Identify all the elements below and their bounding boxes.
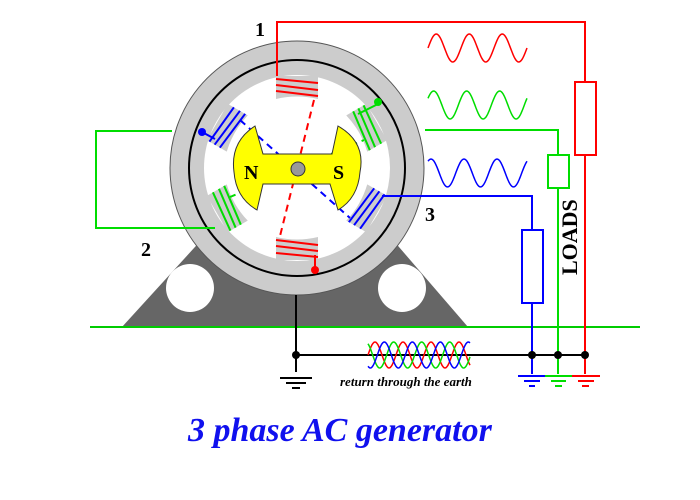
phase3-waveform <box>427 158 528 188</box>
south-pole-label: S <box>333 162 344 184</box>
earth-waveform-phase3 <box>367 341 471 369</box>
phase3-ground-icon <box>518 375 546 387</box>
earth-waveform-phase1 <box>367 341 471 369</box>
phase3-junction <box>528 351 536 359</box>
phase2-load-resistor <box>547 154 570 189</box>
neutral-junction <box>292 351 300 359</box>
phase2-ground-icon <box>545 375 572 387</box>
base-hole-left <box>166 264 214 312</box>
phase2-junction <box>554 351 562 359</box>
phase1-terminal <box>311 266 319 274</box>
phase2-wire-right <box>357 103 379 115</box>
phase3-terminal <box>198 128 206 136</box>
phase2-label: 2 <box>141 239 151 261</box>
earth-return-caption: return through the earth <box>340 374 472 389</box>
pole-bottom <box>275 237 319 260</box>
phase1-load-resistor <box>574 81 597 156</box>
phase1-wire <box>276 21 586 82</box>
diagram-title: 3 phase AC generator <box>187 412 493 449</box>
pole-lower-left <box>206 184 248 233</box>
loads-label: LOADS <box>557 199 582 275</box>
phase2-waveform <box>427 90 528 120</box>
phase2-wire-left <box>95 130 215 229</box>
phase3-load-resistor <box>521 229 544 304</box>
phase1-label: 1 <box>255 19 265 41</box>
rotor-shaft <box>290 161 306 177</box>
phase2-terminal <box>374 98 382 106</box>
phase3-label: 3 <box>425 204 435 226</box>
phase1-ground-icon <box>572 375 600 387</box>
earth-ground-icon <box>280 377 312 389</box>
earth-waveform-phase2 <box>367 341 471 369</box>
north-pole-label: N <box>244 162 259 184</box>
phase1-junction <box>581 351 589 359</box>
phase2-wire <box>425 129 559 155</box>
phase3-wire <box>382 195 533 230</box>
phase1-waveform <box>427 33 528 63</box>
pole-upper-right <box>346 103 388 152</box>
pole-upper-left <box>206 103 248 152</box>
pole-lower-right <box>346 184 388 233</box>
pole-top <box>275 76 319 99</box>
base-hole-right <box>378 264 426 312</box>
